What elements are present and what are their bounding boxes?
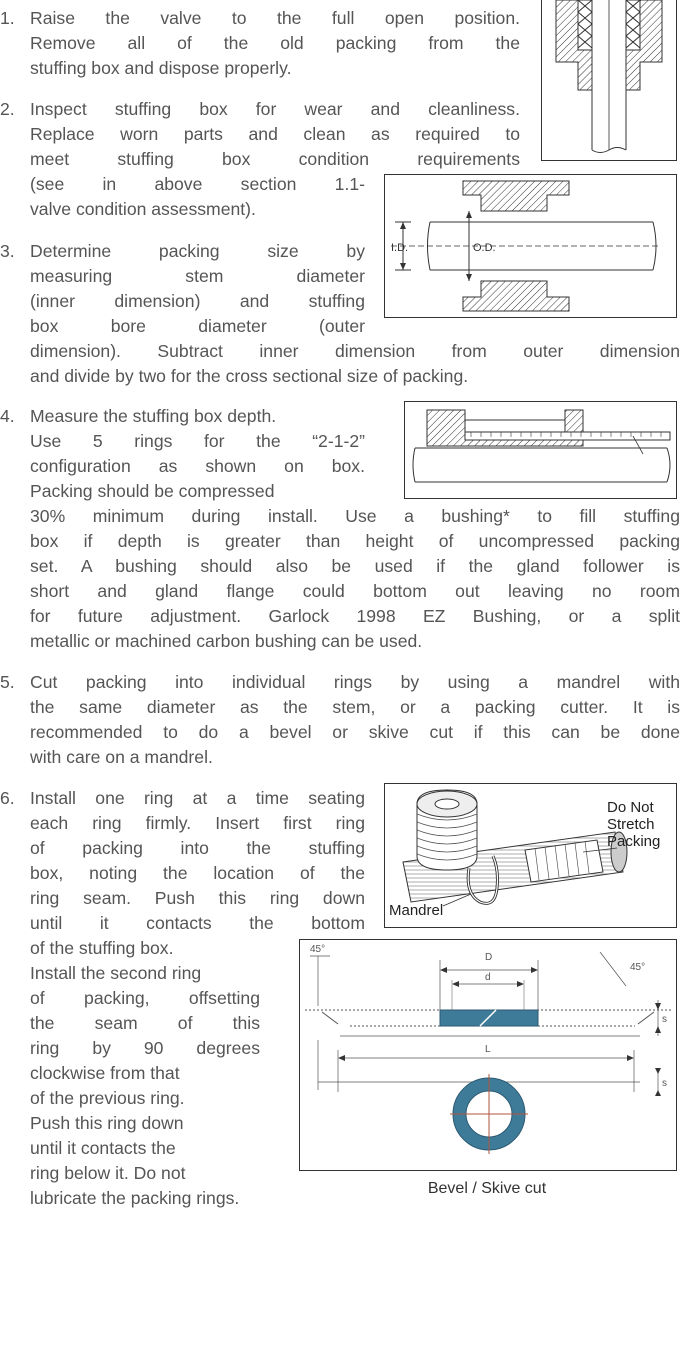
step-6-cont-2: Install the second ring bbox=[30, 963, 202, 983]
step-2-number: 2. bbox=[0, 99, 15, 119]
step-3-number: 3. bbox=[0, 241, 15, 261]
step-1-line-3: stuffing box and dispose properly. bbox=[30, 58, 292, 78]
step-3-line-4: box bore diameter (outer bbox=[30, 316, 365, 336]
step-6-cont-7: of the previous ring. bbox=[30, 1088, 185, 1108]
step-6-cont-5: ring by 90 degrees bbox=[30, 1038, 260, 1058]
figure-depth-measurement bbox=[404, 401, 677, 499]
step-2-line-5: valve condition assessment). bbox=[30, 199, 256, 219]
step-4-cont-4: short and gland flange could bottom out … bbox=[30, 581, 680, 601]
step-6-cont-8: Push this ring down bbox=[30, 1113, 184, 1133]
step-2-line-3: meet stuffing box condition requirements bbox=[30, 149, 520, 169]
step-6-number: 6. bbox=[0, 788, 15, 808]
step-6-cont-1: of the stuffing box. bbox=[30, 938, 174, 958]
step-6-cont-6: clockwise from that bbox=[30, 1063, 180, 1083]
angle-right-label: 45° bbox=[630, 962, 645, 973]
label-id: I.D. bbox=[391, 242, 408, 254]
figure-bevel-skive-cut: 45° 45° D d L s s bbox=[299, 939, 677, 1171]
figure-stuffing-box-section bbox=[541, 0, 677, 161]
angle-left-label: 45° bbox=[310, 944, 325, 955]
step-6-cont-3: of packing, offsetting bbox=[30, 988, 260, 1008]
dim-s-upper: s bbox=[662, 1014, 667, 1025]
figure-id-od-measurement: I.D. O.D. bbox=[384, 174, 677, 318]
step-4-line-2: Use 5 rings for the “2-1-2” bbox=[30, 431, 365, 451]
dim-L-label: L bbox=[485, 1044, 491, 1055]
step-3-line-3: (inner dimension) and stuffing bbox=[30, 291, 365, 311]
label-od: O.D. bbox=[473, 242, 496, 254]
step-1-line-2: Remove all of the old packing from the bbox=[30, 33, 520, 53]
step-4-cont-1: 30% minimum during install. Use a bushin… bbox=[30, 506, 680, 526]
step-6-line-3: of packing into the stuffing bbox=[30, 838, 365, 858]
figure-mandrel: Do Not Stretch Packing Mandrel bbox=[384, 783, 677, 928]
dim-d-label: d bbox=[485, 972, 491, 983]
dim-s-lower: s bbox=[662, 1078, 667, 1089]
step-6-cont-10: ring below it. Do not bbox=[30, 1163, 186, 1183]
step-4-line-4: Packing should be compressed bbox=[30, 481, 275, 501]
step-1-number: 1. bbox=[0, 8, 15, 28]
step-2-line-4: (see in above section 1.1- bbox=[30, 174, 365, 194]
dim-D-label: D bbox=[485, 952, 492, 963]
step-5-number: 5. bbox=[0, 672, 15, 692]
step-6-line-2: each ring firmly. Insert first ring bbox=[30, 813, 365, 833]
step-6-cont-4: the seam of this bbox=[30, 1013, 260, 1033]
label-do-not: Do Not bbox=[607, 799, 655, 816]
step-3-cont-1: dimension). Subtract inner dimension fro… bbox=[30, 341, 680, 361]
step-5-line-1: Cut packing into individual rings by usi… bbox=[30, 672, 680, 692]
step-6-line-6: until it contacts the bottom bbox=[30, 913, 365, 933]
step-3-line-1: Determine packing size by bbox=[30, 241, 365, 261]
step-4-cont-2: box if depth is greater than height of u… bbox=[30, 531, 680, 551]
step-5-line-2: the same diameter as the stem, or a pack… bbox=[30, 697, 680, 717]
step-2-line-1: Inspect stuffing box for wear and cleanl… bbox=[30, 99, 520, 119]
step-4-number: 4. bbox=[0, 406, 15, 426]
step-3-cont-2: and divide by two for the cross sectiona… bbox=[30, 366, 469, 386]
label-mandrel: Mandrel bbox=[389, 902, 443, 919]
step-4-cont-6: metallic or machined carbon bushing can … bbox=[30, 631, 423, 651]
step-5-line-4: with care on a mandrel. bbox=[30, 747, 213, 767]
step-6-line-5: ring seam. Push this ring down bbox=[30, 888, 365, 908]
label-packing: Packing bbox=[607, 833, 660, 850]
step-6-line-4: box, noting the location of the bbox=[30, 863, 365, 883]
step-1-line-1: Raise the valve to the full open positio… bbox=[30, 8, 520, 28]
step-5-line-3: recommended to do a bevel or skive cut i… bbox=[30, 722, 680, 742]
step-4-cont-5: for future adjustment. Garlock 1998 EZ B… bbox=[30, 606, 680, 626]
step-6-line-1: Install one ring at a time seating bbox=[30, 788, 365, 808]
step-4-line-3: configuration as shown on box. bbox=[30, 456, 365, 476]
step-4-line-1: Measure the stuffing box depth. bbox=[30, 406, 277, 426]
label-stretch: Stretch bbox=[607, 816, 655, 833]
step-4-cont-3: set. A bushing should also be used if th… bbox=[30, 556, 680, 576]
step-3-line-2: measuring stem diameter bbox=[30, 266, 365, 286]
step-6-cont-11: lubricate the packing rings. bbox=[30, 1188, 240, 1208]
step-2-line-2: Replace worn parts and clean as required… bbox=[30, 124, 520, 144]
caption-bevel-skive: Bevel / Skive cut bbox=[427, 1180, 547, 1197]
step-6-cont-9: until it contacts the bbox=[30, 1138, 176, 1158]
